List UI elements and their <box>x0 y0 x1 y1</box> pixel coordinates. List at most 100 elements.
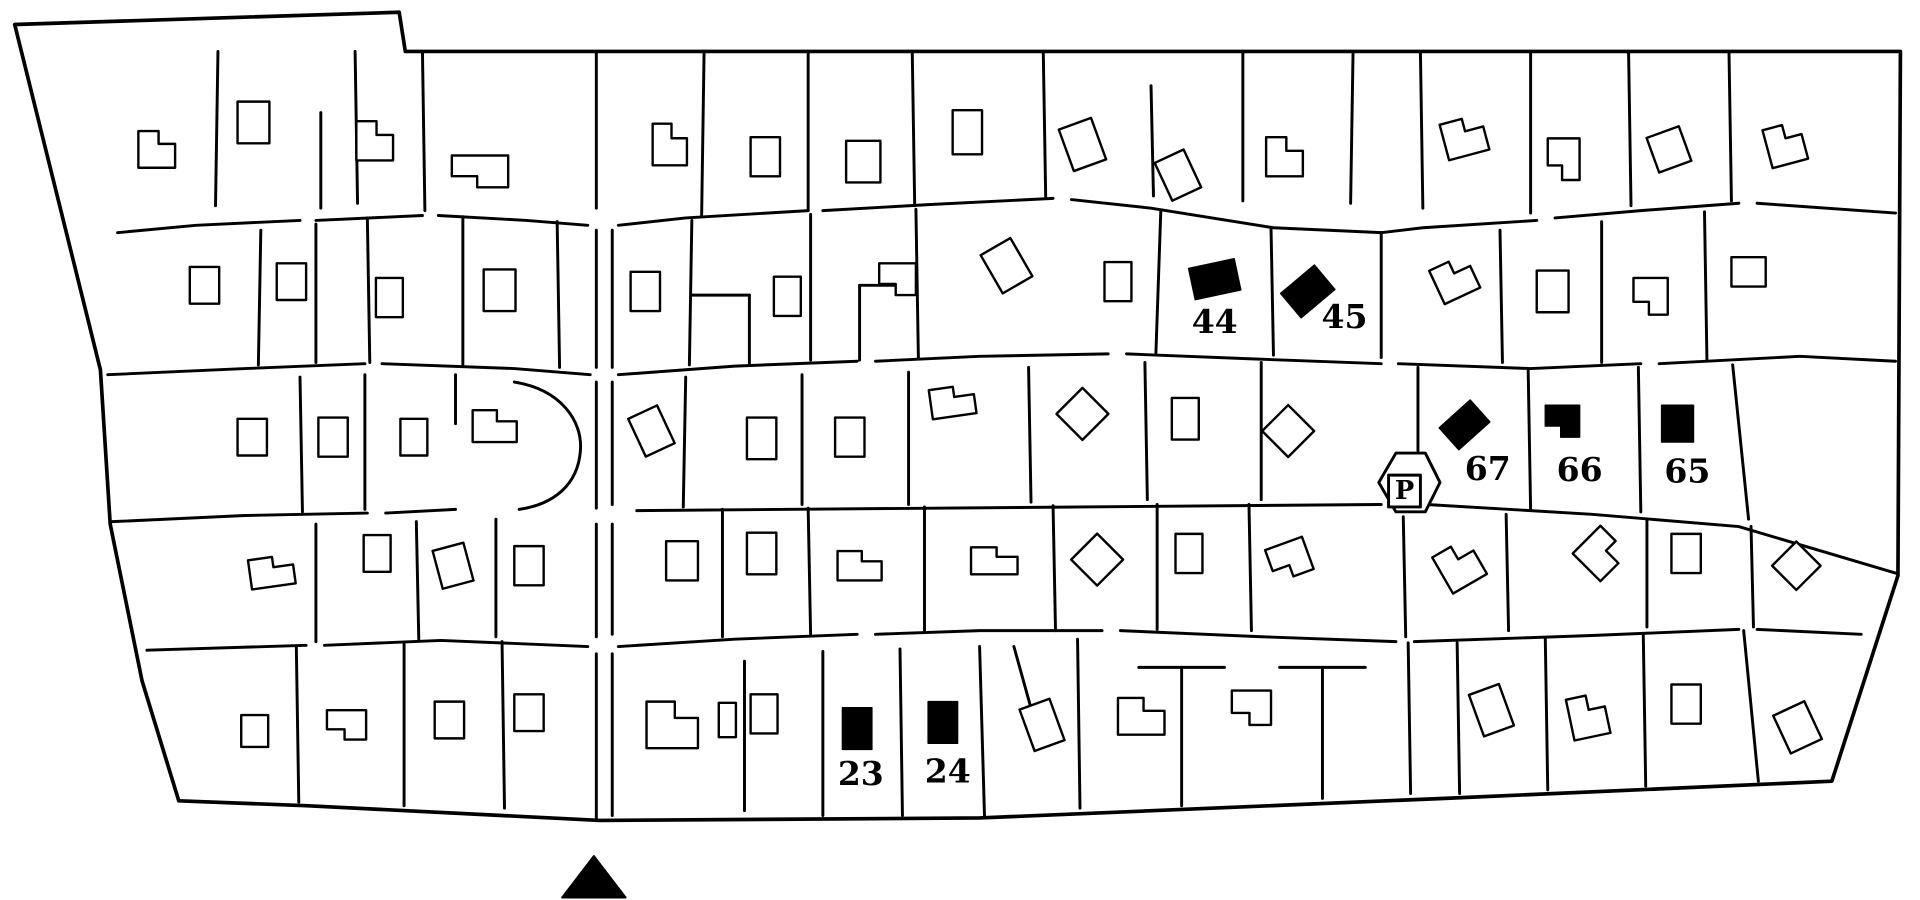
house-footprint <box>1762 121 1808 168</box>
walkway-line <box>1118 629 1398 644</box>
walkway-line <box>314 214 424 222</box>
house-footprint <box>473 410 517 442</box>
plot-number-label: 44 <box>1192 302 1238 341</box>
site-boundary <box>12 10 1903 823</box>
plot-number-label: 45 <box>1321 297 1367 336</box>
walkway-line <box>323 638 590 648</box>
highlighted-building-45 <box>1281 265 1335 318</box>
house-footprint <box>1020 699 1065 751</box>
entrance-arrow-marker <box>561 855 627 899</box>
lot-boundary-line <box>1731 363 1751 521</box>
lot-boundary-line <box>1154 209 1163 355</box>
walkway-line <box>874 352 1110 363</box>
house-footprint <box>1262 405 1314 457</box>
house-footprint <box>666 541 698 580</box>
lot-boundary-line <box>1641 632 1648 788</box>
walkway-line <box>1125 352 1383 366</box>
lot-boundary-line <box>256 228 263 367</box>
house-footprint <box>653 124 687 166</box>
lot-boundary-line <box>1027 365 1033 504</box>
lot-boundary-line <box>910 49 917 208</box>
house-footprint <box>747 533 776 575</box>
house-footprint <box>514 546 543 585</box>
walkway-line <box>874 629 1104 636</box>
house-footprint <box>400 419 427 456</box>
highlighted-building-23 <box>842 708 871 750</box>
walkway-line <box>1425 503 1897 575</box>
lot-boundary-line <box>1406 641 1413 795</box>
house-footprint <box>1176 534 1203 573</box>
house-footprint <box>747 418 776 460</box>
house-footprint <box>241 715 268 747</box>
house-footprint <box>631 272 660 311</box>
walkway-line <box>111 511 369 524</box>
lot-boundary-line <box>1051 504 1057 633</box>
lot-boundary-line <box>298 375 304 514</box>
house-footprint <box>1537 271 1569 313</box>
lot-boundary-line <box>1543 637 1550 792</box>
lot-boundary-line <box>555 220 562 369</box>
house-footprint <box>1773 701 1822 753</box>
lot-boundary-line <box>1076 637 1082 810</box>
house-footprint <box>751 694 778 733</box>
lot-boundary-line <box>1749 525 1755 629</box>
house-footprint <box>1155 150 1201 201</box>
walkway-line <box>1379 218 1539 235</box>
house-footprint <box>1118 698 1165 735</box>
house-footprint <box>971 547 1018 574</box>
house-footprint <box>1266 137 1303 176</box>
highlighted-building-66 <box>1545 405 1579 437</box>
lot-boundary-line <box>414 520 421 641</box>
lot-boundary-line <box>978 645 986 817</box>
house-footprint <box>277 263 306 300</box>
walkway-line <box>436 214 590 227</box>
house-footprint <box>514 694 543 731</box>
house-footprint <box>190 267 219 304</box>
lot-boundary-line <box>1401 515 1408 639</box>
walkway-line <box>1553 201 1741 220</box>
walkway-line <box>384 507 457 515</box>
lot-boundary-line <box>1269 226 1275 357</box>
walkway-line <box>1412 627 1741 644</box>
highlighted-building-44 <box>1189 259 1241 300</box>
house-footprint <box>1265 537 1314 583</box>
walkway-line <box>821 196 1055 213</box>
lot-boundary-line <box>1636 365 1643 514</box>
lot-boundary-line <box>420 49 427 213</box>
lot-boundary-line <box>1455 641 1462 795</box>
house-footprint <box>1647 126 1692 172</box>
house-footprint <box>376 278 403 317</box>
house-footprint <box>1633 278 1667 315</box>
highlighted-building-24 <box>928 702 957 744</box>
walkway-line <box>106 362 367 377</box>
house-footprint <box>452 156 508 188</box>
house-footprint <box>1548 138 1580 180</box>
walkway-line <box>616 209 810 227</box>
house-footprint <box>774 277 801 316</box>
walkway-line <box>145 643 308 652</box>
house-footprint <box>138 131 175 168</box>
house-footprint <box>238 102 270 144</box>
house-footprint <box>327 710 366 739</box>
house-footprint <box>1104 262 1131 301</box>
lot-boundary-line <box>214 49 220 208</box>
house-footprint <box>1440 114 1490 160</box>
house-footprint <box>981 238 1033 293</box>
lot-boundary-line <box>1247 503 1253 633</box>
house-footprint <box>846 141 880 183</box>
plot-number-label: 67 <box>1465 449 1511 488</box>
house-footprint <box>953 110 982 154</box>
lot-boundary-line <box>914 207 920 360</box>
house-footprint <box>879 263 916 295</box>
walkway-line <box>1069 198 1383 235</box>
walkway-line <box>635 503 1383 513</box>
house-footprint <box>647 702 698 749</box>
house-footprint <box>1566 692 1611 740</box>
house-footprint <box>484 269 516 311</box>
house-footprint <box>1731 257 1765 286</box>
house-footprint <box>433 543 474 589</box>
plot-number-label: 23 <box>838 754 884 793</box>
house-footprint <box>1056 388 1108 440</box>
